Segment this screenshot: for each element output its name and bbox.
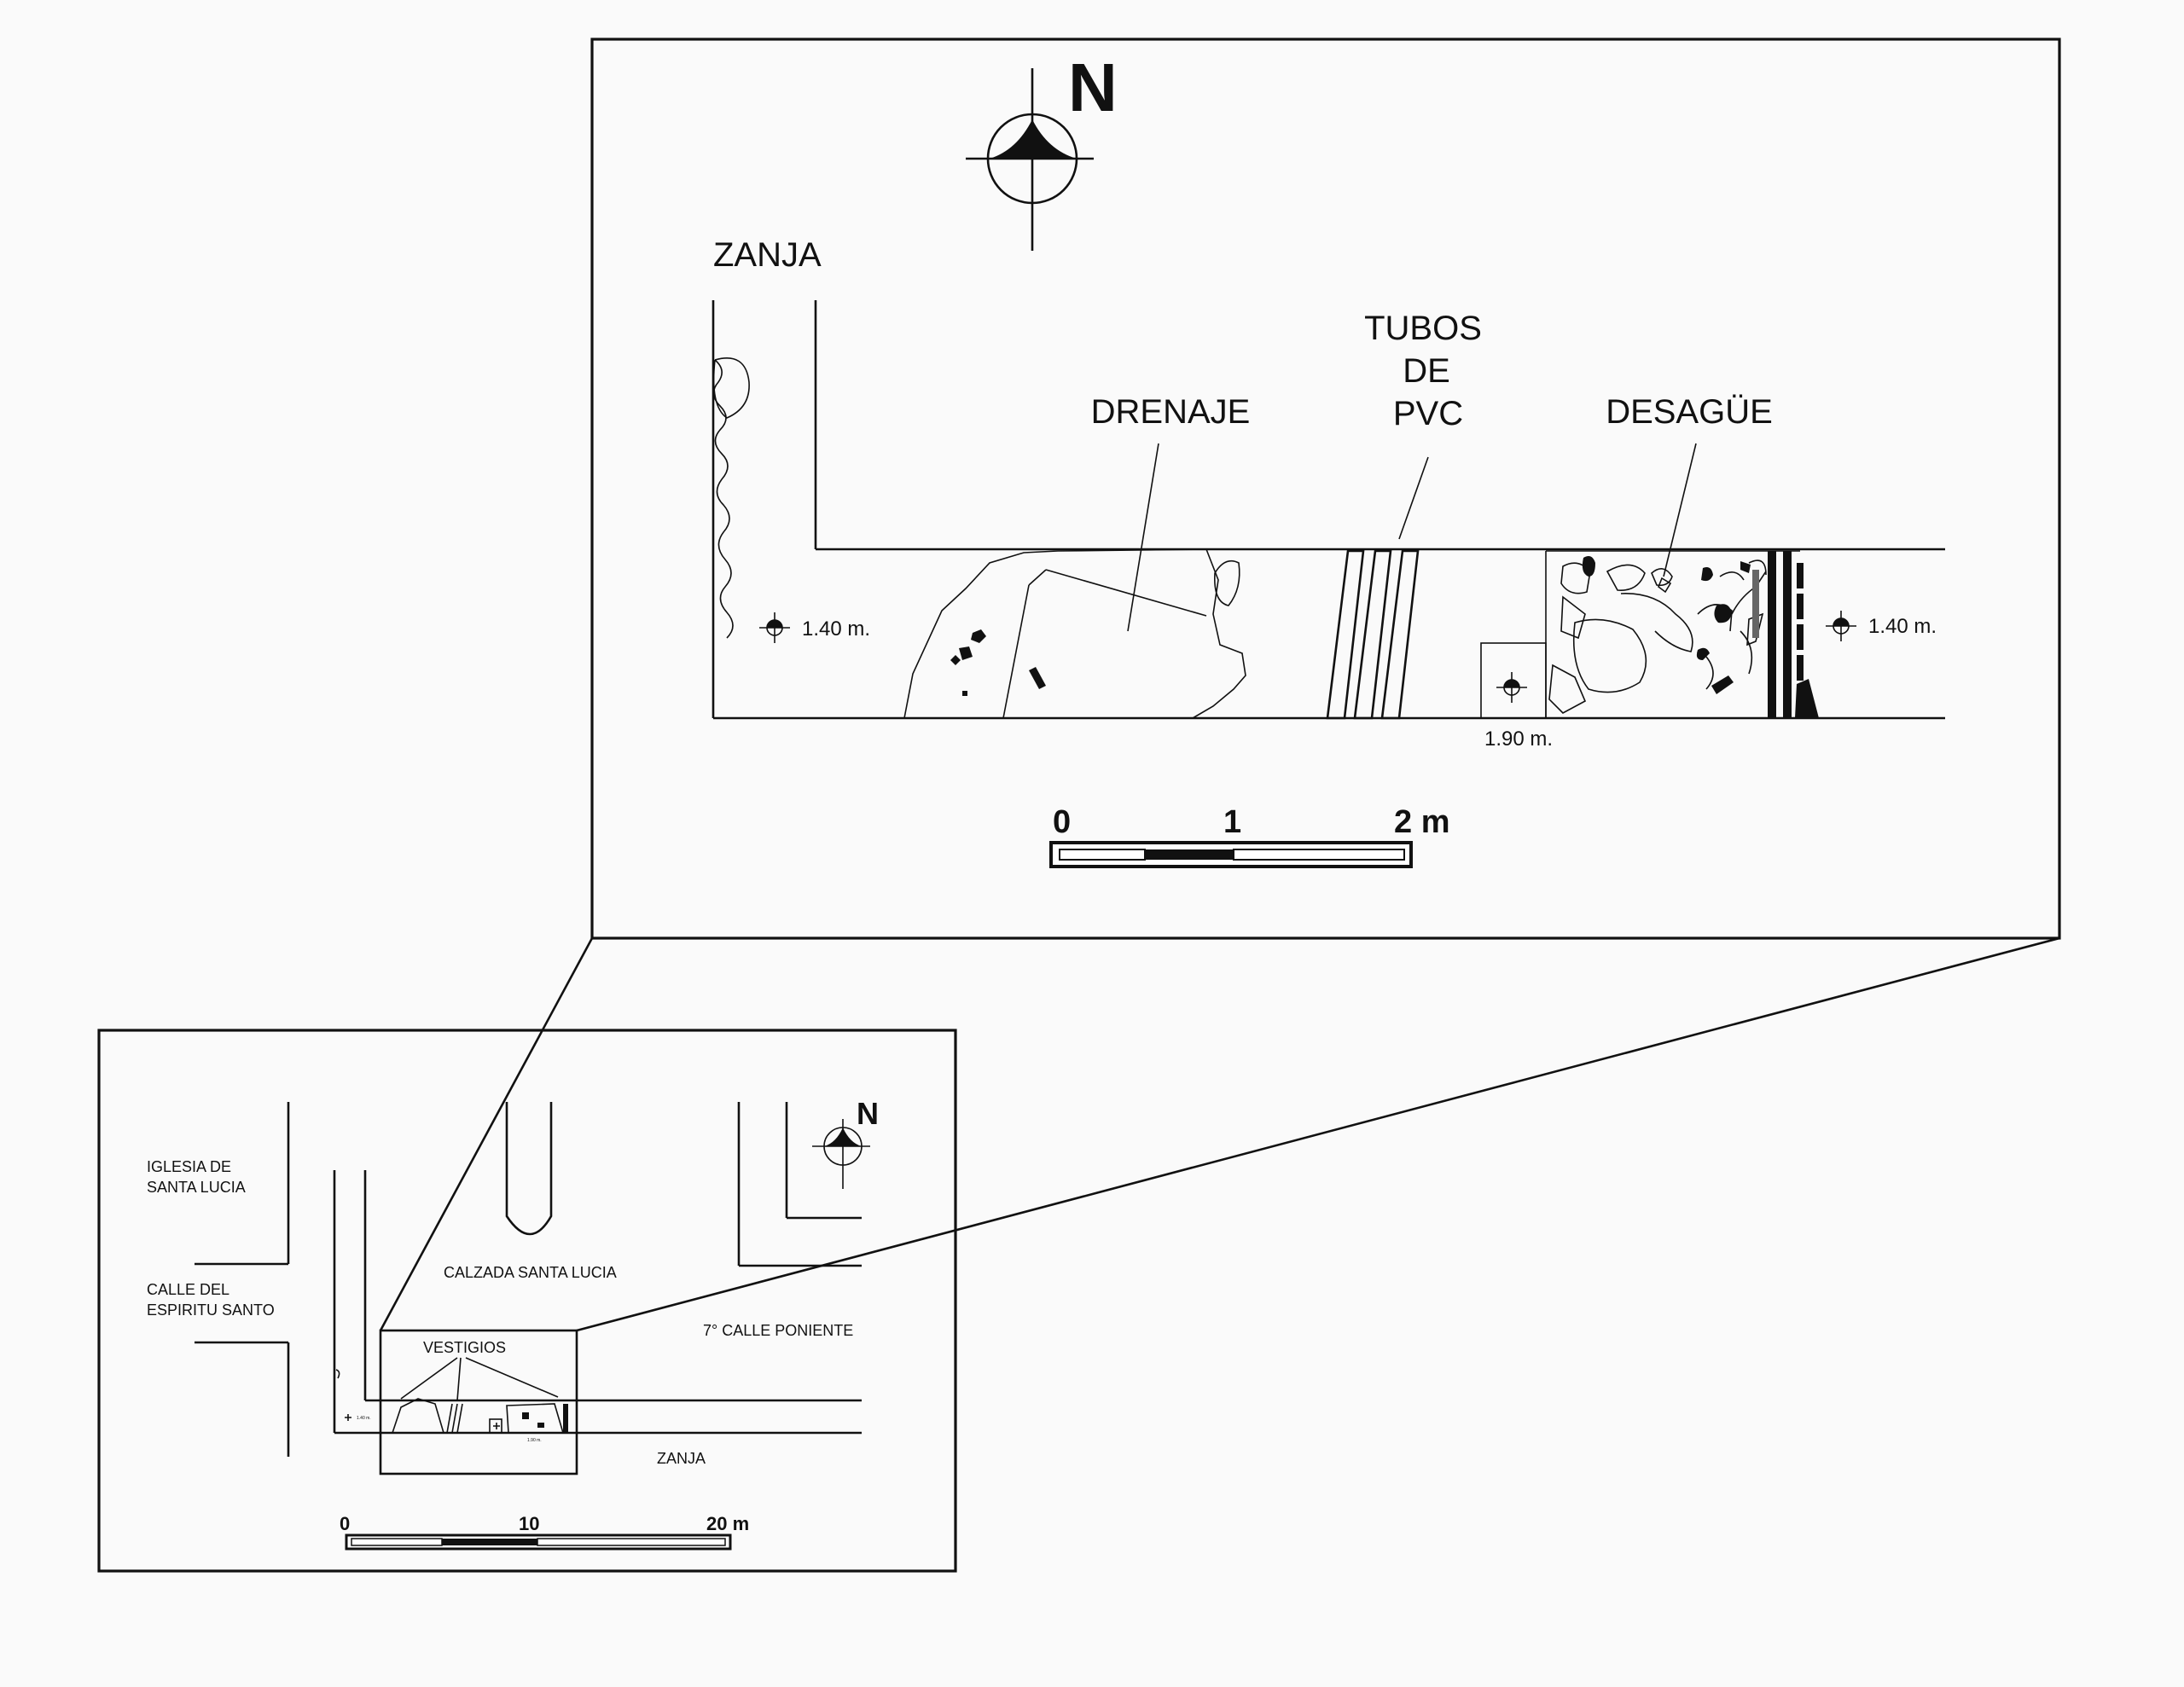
overview-scale-tick-0: 0 <box>340 1513 350 1534</box>
label-vestigios: VESTIGIOS <box>423 1339 506 1356</box>
label-iglesia-line1: IGLESIA DE <box>147 1158 231 1175</box>
north-small-label: N <box>857 1096 879 1131</box>
desague-feature <box>1480 550 1819 719</box>
vestigios-zoom-box <box>379 1329 578 1475</box>
label-poniente: 7° CALLE PONIENTE <box>703 1322 853 1339</box>
leader-lines <box>1127 443 1697 632</box>
overview-scale-bar: 0 10 20 m <box>340 1513 749 1551</box>
drenaje-feature <box>903 548 1246 719</box>
detail-scale-bar: 0 1 2 m <box>1049 804 1449 868</box>
trench-outline <box>712 300 1945 720</box>
datum-marker-right-icon <box>1826 611 1856 641</box>
label-zanja-overview: ZANJA <box>657 1450 706 1467</box>
brick-drain <box>1752 551 1819 718</box>
datum-bottom-label: 1.90 m. <box>1484 728 1553 751</box>
street-lines <box>195 1102 862 1457</box>
label-desague: DESAGÜE <box>1606 393 1773 431</box>
north-label: N <box>1068 49 1118 125</box>
vestigios-leaders <box>400 1357 559 1401</box>
label-drenaje: DRENAJE <box>1091 393 1251 431</box>
overview-scale-tick-1: 10 <box>519 1513 539 1534</box>
label-calle-line2: ESPIRITU SANTO <box>147 1301 275 1319</box>
pvc-pipes <box>1326 549 1420 720</box>
detail-frame <box>590 38 2061 940</box>
datum-right-label: 1.40 m. <box>1868 615 1937 638</box>
mini-datum-bottom-label: 1.90 m. <box>527 1438 542 1443</box>
label-tubos-line3: PVC <box>1393 395 1463 432</box>
detail-panel: N <box>590 38 2061 940</box>
scale-tick-0: 0 <box>1053 804 1071 840</box>
label-calle-line1: CALLE DEL <box>147 1281 229 1298</box>
label-tubos-line1: TUBOS <box>1364 310 1482 347</box>
datum-marker-bottom-icon <box>1496 672 1527 703</box>
overview-frame <box>97 1029 957 1573</box>
overview-panel: 1.40 m. 1.90 m. N IGLESIA DE SANTA LUCIA… <box>97 1029 957 1573</box>
label-calzada: CALZADA SANTA LUCIA <box>444 1264 617 1281</box>
label-iglesia-line2: SANTA LUCIA <box>147 1179 246 1196</box>
datum-marker-left-icon <box>759 612 790 643</box>
label-tubos-line2: DE <box>1403 352 1450 390</box>
overview-scale-tick-2: 20 m <box>706 1513 749 1534</box>
scale-tick-1: 1 <box>1223 804 1241 840</box>
scale-tick-2: 2 m <box>1394 804 1449 840</box>
datum-box <box>1480 642 1547 719</box>
zoom-connector <box>379 936 2060 1332</box>
mini-trench: 1.40 m. 1.90 m. <box>335 1369 568 1443</box>
north-arrow-icon: N <box>966 49 1118 251</box>
label-zanja: ZANJA <box>713 236 822 274</box>
mini-datum-left-label: 1.40 m. <box>357 1416 371 1421</box>
north-arrow-small-icon: N <box>812 1096 879 1189</box>
datum-left-label: 1.40 m. <box>802 617 870 641</box>
